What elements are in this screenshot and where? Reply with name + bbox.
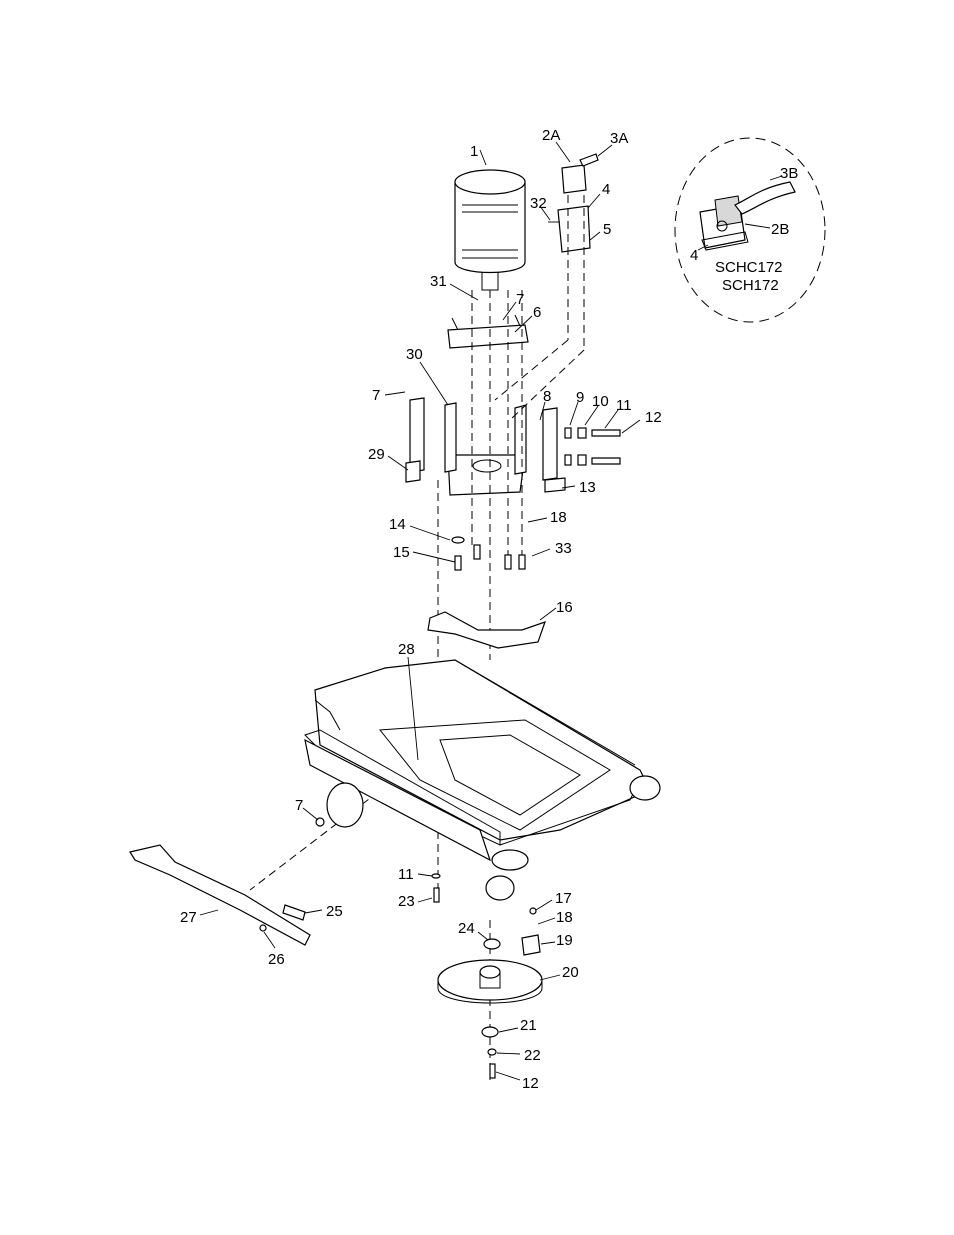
label-22: 22 xyxy=(524,1047,541,1064)
label-12-upper: 12 xyxy=(645,409,662,426)
hardware-bolts xyxy=(451,427,621,571)
label-10: 10 xyxy=(592,393,609,410)
label-20: 20 xyxy=(562,964,579,981)
label-7-lower: 7 xyxy=(295,797,303,814)
label-11-upper: 11 xyxy=(616,397,632,414)
label-2b: 2B xyxy=(771,221,789,238)
label-8: 8 xyxy=(543,388,551,405)
label-29: 29 xyxy=(368,446,385,463)
label-17: 17 xyxy=(555,890,572,907)
label-3b: 3B xyxy=(780,165,798,182)
label-16: 16 xyxy=(556,599,573,616)
lever-handle xyxy=(129,844,311,946)
label-27: 27 xyxy=(180,909,197,926)
label-24: 24 xyxy=(458,920,475,937)
label-3a: 3A xyxy=(610,130,628,147)
label-7-upper: 7 xyxy=(516,291,524,308)
label-4-detail: 4 xyxy=(690,247,698,264)
label-11-lower: 11 xyxy=(398,866,414,883)
label-26: 26 xyxy=(268,951,285,968)
label-23: 23 xyxy=(398,893,415,910)
label-7-left: 7 xyxy=(372,387,380,404)
motor xyxy=(454,169,526,291)
deck-frame xyxy=(304,659,661,901)
label-12-lower: 12 xyxy=(522,1075,539,1092)
label-1: 1 xyxy=(470,143,478,160)
label-31: 31 xyxy=(430,273,447,290)
plate-16 xyxy=(427,611,546,649)
label-13: 13 xyxy=(579,479,596,496)
model-schc172: SCHC172 xyxy=(715,259,783,276)
label-33: 33 xyxy=(555,540,572,557)
leader-lines xyxy=(199,141,641,1081)
motor-plate xyxy=(405,397,566,496)
model-sch172: SCH172 xyxy=(722,277,779,294)
label-14: 14 xyxy=(389,516,406,533)
label-18-upper: 18 xyxy=(550,509,567,526)
label-18-lower: 18 xyxy=(556,909,573,926)
detail-bubble xyxy=(674,137,826,323)
label-28: 28 xyxy=(398,641,415,658)
switch-assembly xyxy=(548,153,599,253)
part-labels: 1 2A 3A 4 32 5 3B 2B 4 SCHC172 SCH172 31… xyxy=(180,127,798,1092)
label-32: 32 xyxy=(530,195,547,212)
label-5: 5 xyxy=(603,221,611,238)
label-2a: 2A xyxy=(542,127,560,144)
label-21: 21 xyxy=(520,1017,537,1034)
label-30: 30 xyxy=(406,346,423,363)
label-15: 15 xyxy=(393,544,410,561)
label-25: 25 xyxy=(326,903,343,920)
label-6: 6 xyxy=(533,304,541,321)
label-4: 4 xyxy=(602,181,610,198)
pad-driver xyxy=(431,873,543,1079)
label-9: 9 xyxy=(576,389,584,406)
label-19: 19 xyxy=(556,932,573,949)
